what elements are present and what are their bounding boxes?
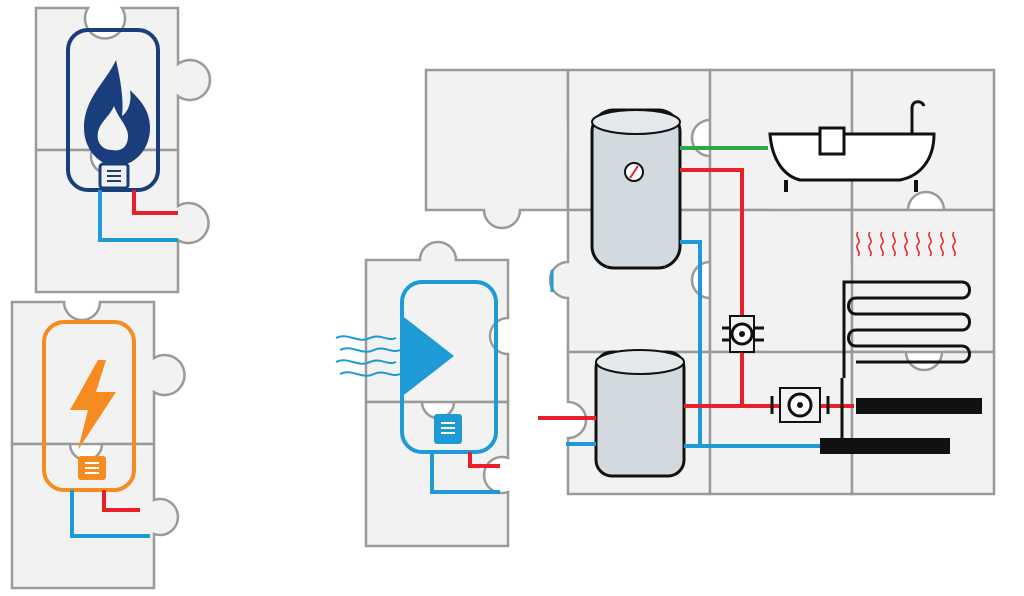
electric-hot-pipe	[102, 490, 140, 512]
system-piece-r3c3	[850, 350, 996, 496]
buffer-tank-icon	[594, 349, 686, 478]
heat-pump-module	[335, 240, 510, 548]
circulation-pump-icon	[722, 315, 764, 353]
gas-boiler-body	[66, 28, 160, 192]
storage-tank-icon	[590, 108, 682, 270]
thermometer-icon	[624, 162, 644, 182]
heatpump-hot-pipe	[468, 452, 500, 468]
storage-cold-pipe	[680, 240, 702, 446]
heating-system-module	[424, 68, 996, 496]
gas-boiler-module	[34, 6, 212, 294]
control-panel-glyph	[107, 170, 121, 182]
wind-waves-icon	[335, 335, 401, 377]
lightning-icon	[70, 360, 116, 450]
heatpump-puzzle-piece-top	[364, 240, 510, 404]
bathtub-icon	[768, 100, 936, 192]
electric-cold-pipe	[70, 490, 150, 538]
circulation-pump-icon	[770, 387, 830, 423]
flame-inner	[97, 106, 128, 151]
heatpump-cold-pipe	[430, 452, 500, 494]
radiator-icon	[842, 280, 971, 378]
control-panel-glyph	[441, 422, 455, 434]
gas-hot-pipe	[132, 190, 178, 215]
floor-heating-icon	[820, 438, 950, 454]
heat-waves-icon	[856, 231, 956, 257]
floor-heating-icon	[856, 398, 982, 414]
gas-puzzle-piece-top	[34, 6, 212, 152]
gas-cold-pipe	[98, 190, 178, 242]
control-panel-glyph	[85, 462, 99, 474]
fan-triangle-icon	[400, 314, 454, 398]
electric-boiler-body	[42, 320, 136, 492]
electric-boiler-module	[10, 300, 186, 590]
